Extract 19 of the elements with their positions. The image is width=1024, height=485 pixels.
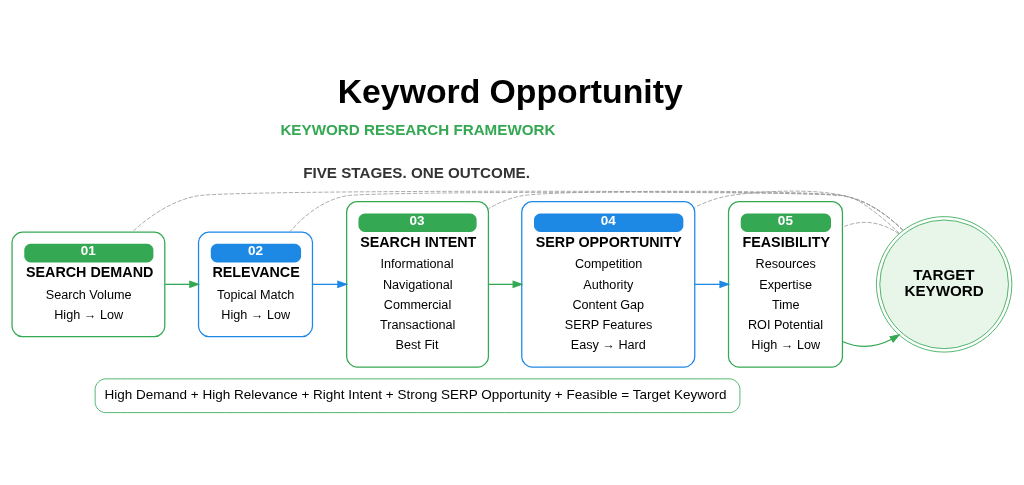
- arrow: [694, 280, 731, 288]
- connector: [131, 190, 904, 232]
- connector: [488, 190, 904, 231]
- connector: [289, 191, 904, 232]
- connector: [842, 221, 900, 234]
- arrow: [841, 333, 901, 347]
- node-box: 04 SERP OPPORTUNITY Competition Authority Content Gap SERP Features Easy → Hard: [521, 200, 696, 368]
- node-box: High Demand + High Relevance + Right Intent + Strong SERP Opportunity + Feasible = Target Keyword: [94, 377, 741, 413]
- arrow: [488, 280, 524, 288]
- connector: [694, 190, 900, 234]
- label: KEYWORD RESEARCH FRAMEWORK: [280, 120, 556, 138]
- diagram-title: Keyword Opportunity: [337, 71, 683, 110]
- arrow: [312, 280, 349, 288]
- node-box: 02 RELEVANCE Topical Match High → Low: [197, 230, 314, 337]
- node-box: 03 SEARCH INTENT Informational Navigational Commercial Transactional Best Fit: [346, 200, 490, 368]
- arrow: [164, 280, 201, 288]
- node-box: 01 SEARCH DEMAND Search Volume High → Low: [11, 230, 166, 337]
- label: FIVE STAGES. ONE OUTCOME.: [303, 163, 530, 181]
- node-box: 05 FEASIBILITY Resources Expertise Time ROI Potential High → Low: [727, 200, 844, 368]
